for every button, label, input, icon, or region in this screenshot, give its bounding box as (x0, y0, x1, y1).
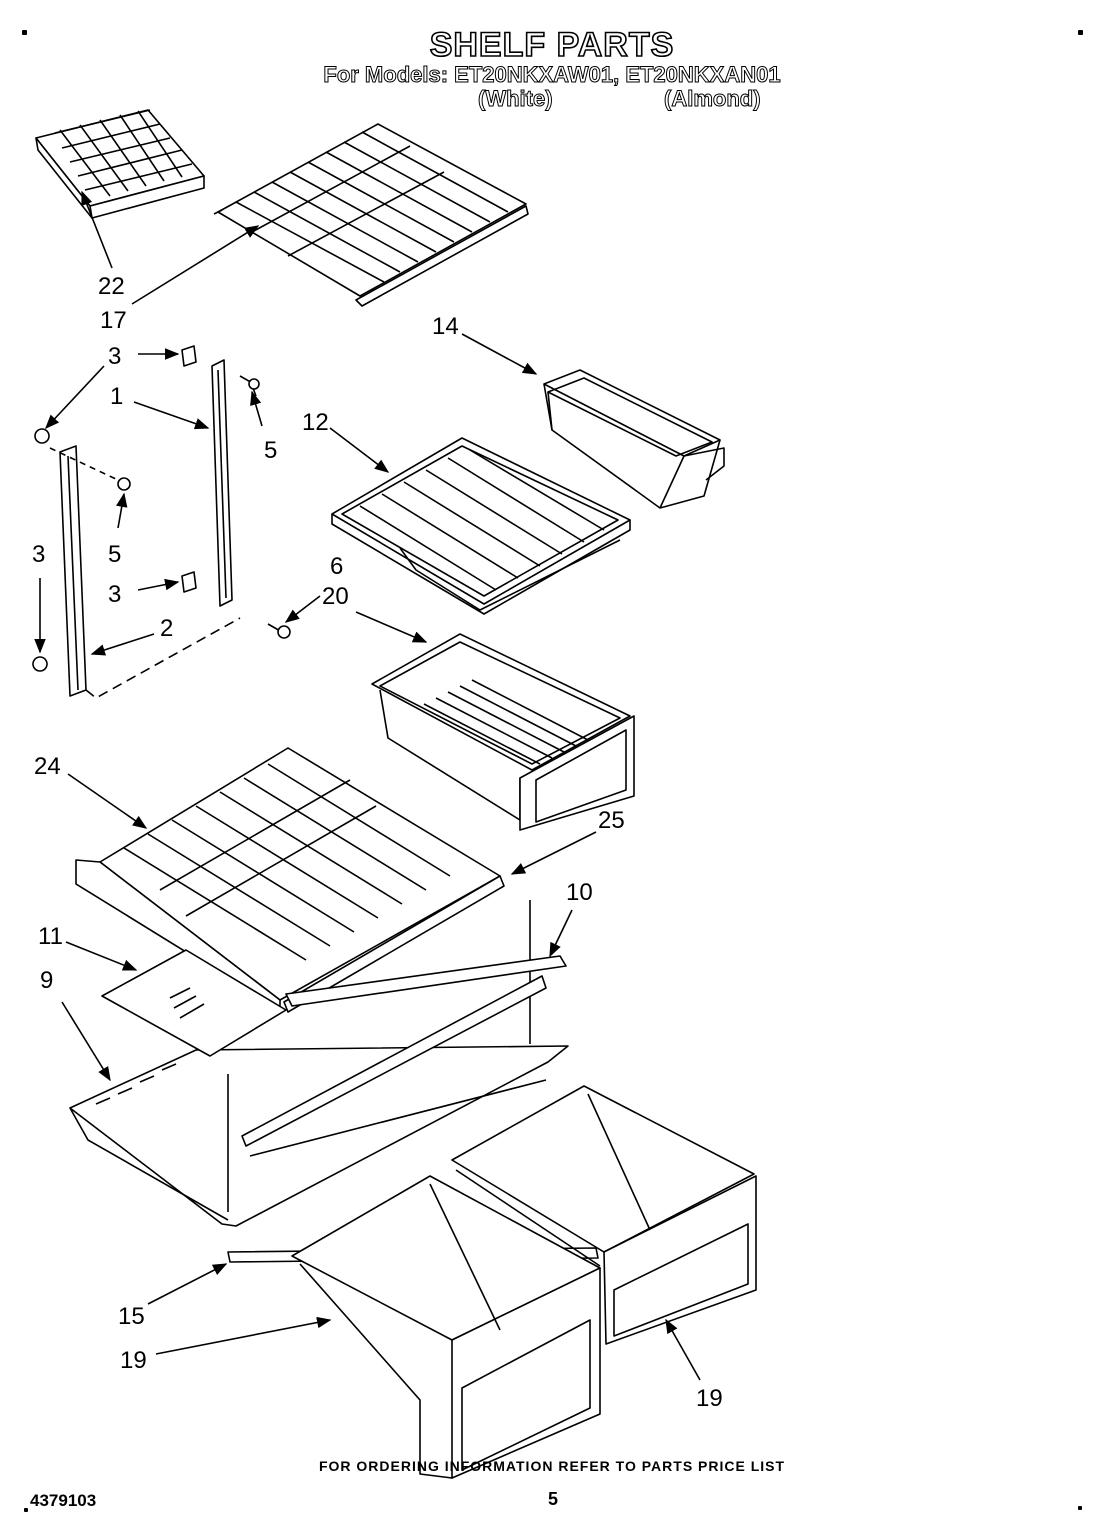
document-number: 4379103 (30, 1491, 97, 1510)
page-title: SHELF PARTS (429, 25, 675, 65)
registration-mark (22, 30, 27, 35)
screw-part-5 (49, 375, 260, 491)
callout-11: 11 (38, 923, 63, 950)
ordering-note: FOR ORDERING INFORMATION REFER TO PARTS … (318, 1458, 786, 1474)
callout-25: 25 (598, 807, 625, 834)
callout-2: 2 (160, 615, 173, 642)
models-line: For Models: ET20NKXAW01, ET20NKXAN01 (323, 62, 781, 88)
callout-9: 9 (40, 967, 53, 994)
trim-part-10 (285, 955, 567, 1007)
page-number: 5 (548, 1489, 559, 1509)
registration-mark (1078, 1506, 1082, 1510)
callout-20: 20 (322, 583, 349, 610)
wire-shelf-part-17 (213, 123, 529, 307)
registration-mark (24, 1508, 28, 1512)
callout-17: 17 (100, 307, 127, 334)
glass-panel-part-11 (101, 949, 287, 1057)
callout-22: 22 (98, 273, 125, 300)
wire-shelf-part-24 (75, 747, 505, 1013)
variant-white-label: (White) (478, 86, 554, 112)
callout-24: 24 (34, 753, 61, 780)
shelf-part-12 (331, 437, 631, 615)
callout-3-top: 3 (108, 343, 121, 370)
screw-part-6 (267, 623, 291, 639)
callout-19-left: 19 (120, 1347, 147, 1374)
callout-5-left: 5 (108, 541, 121, 568)
callout-14: 14 (432, 313, 459, 340)
callout-12: 12 (302, 409, 329, 436)
callout-6: 6 (330, 553, 343, 580)
callout-1: 1 (110, 383, 123, 410)
callout-19-right: 19 (696, 1385, 723, 1412)
ice-tray-part-22 (35, 109, 205, 219)
callout-3-bottom: 3 (108, 581, 121, 608)
callout-3-left: 3 (32, 541, 45, 568)
callout-10: 10 (566, 879, 593, 906)
shelf-ladder-part-1 (181, 345, 233, 607)
shelf-ladder-part-2 (32, 428, 241, 699)
crisper-cover-frame-part-9 (69, 900, 569, 1227)
crisper-drawer-part-19-right (451, 1085, 757, 1345)
variant-almond-label: (Almond) (664, 86, 762, 112)
registration-mark (1078, 30, 1083, 35)
door-bin-part-14 (543, 369, 725, 509)
crisper-drawer-part-19-left (291, 1175, 601, 1479)
callout-15: 15 (118, 1303, 145, 1330)
callout-5-right: 5 (264, 437, 277, 464)
meat-pan-part-20 (371, 633, 635, 831)
